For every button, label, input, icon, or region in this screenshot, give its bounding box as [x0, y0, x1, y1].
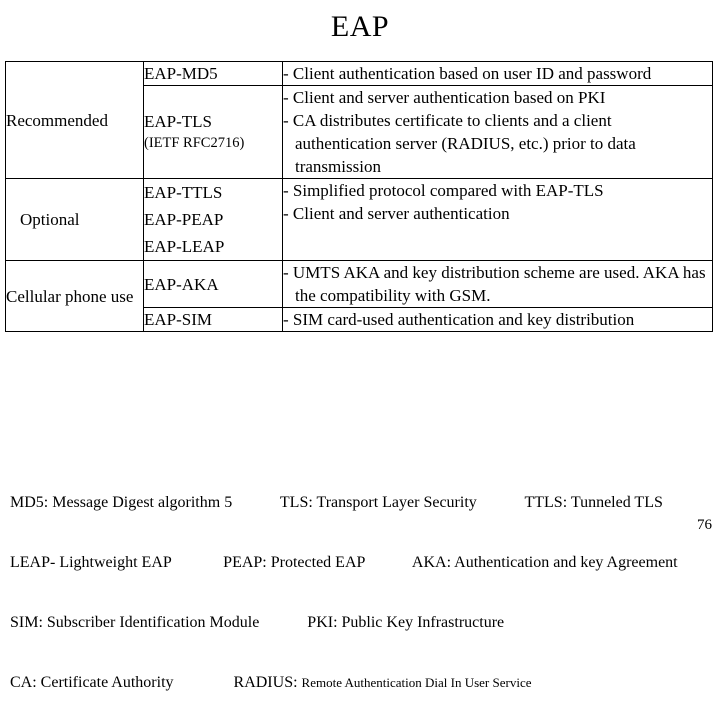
category-cell-recommended: Recommended [5, 61, 144, 179]
table-row: Cellular phone use EAP-AKA - UMTS AKA an… [5, 260, 713, 332]
legend-line-4: CA: Certificate Authority RADIUS: Remote… [10, 673, 710, 693]
category-label: Optional [20, 210, 80, 229]
description-line: - Client and server authentication based… [283, 88, 606, 107]
table-row: Recommended EAP-MD5 - Client authenticat… [5, 61, 713, 179]
description-cell-optional: - Simplified protocol compared with EAP-… [282, 178, 713, 261]
table-row: EAP-SIM - SIM card-used authentication a… [6, 307, 713, 332]
description-line: - Client and server authentication [283, 204, 510, 223]
description-cell-aka: - UMTS AKA and key distribution scheme a… [282, 260, 713, 308]
page-number: 76 [697, 517, 712, 533]
protocol-cell-sim: EAP-SIM [143, 307, 283, 332]
description-line: - Client authentication based on user ID… [283, 64, 652, 83]
description-line: - SIM card-used authentication and key d… [283, 310, 635, 329]
description-cell-md5: - Client authentication based on user ID… [282, 61, 713, 86]
description-line: - Simplified protocol compared with EAP-… [283, 181, 604, 200]
page-title: EAP [330, 10, 390, 43]
protocol-name: EAP-SIM [144, 310, 213, 329]
protocol-name: EAP-MD5 [144, 64, 218, 83]
protocol-name: EAP-AKA [144, 274, 219, 294]
protocol-cell-aka: EAP-AKA [143, 260, 283, 308]
protocol-cell-md5: EAP-MD5 [143, 61, 283, 86]
legend-line-4-main: CA: Certificate Authority RADIUS: [10, 674, 302, 691]
category-label: Recommended [6, 110, 108, 130]
legend-line-1: MD5: Message Digest algorithm 5 TLS: Tra… [10, 494, 663, 511]
protocol-name: EAP-TTLS [144, 183, 223, 202]
description-cell-sim: - SIM card-used authentication and key d… [282, 307, 713, 332]
protocol-name: EAP-TLS [144, 112, 212, 131]
protocol-rfc-note: (IETF RFC2716) [144, 135, 245, 151]
table-row: EAP-TLS (IETF RFC2716) - Client and serv… [6, 85, 713, 179]
protocol-cell-tls: EAP-TLS (IETF RFC2716) [143, 85, 283, 179]
description-line: - CA distributes certificate to clients … [283, 111, 636, 176]
eap-comparison-table: Recommended EAP-MD5 - Client authenticat… [5, 61, 713, 332]
legend-line-4-expansion: Remote Authentication Dial In User Servi… [301, 675, 532, 690]
table-row: Optional EAP-TTLS EAP-PEAP EAP-LEAP - Si… [5, 178, 713, 261]
legend-line-2: LEAP- Lightweight EAP PEAP: Protected EA… [10, 554, 678, 571]
protocol-name: EAP-PEAP [144, 210, 224, 229]
category-cell-cellular: Cellular phone use [5, 260, 144, 332]
protocol-cell-optional: EAP-TTLS EAP-PEAP EAP-LEAP [143, 178, 283, 261]
category-cell-optional: Optional [5, 178, 144, 261]
abbreviation-legend: MD5: Message Digest algorithm 5 TLS: Tra… [10, 453, 710, 713]
legend-line-3: SIM: Subscriber Identification Module PK… [10, 614, 505, 631]
protocol-name: EAP-LEAP [144, 237, 225, 256]
description-cell-tls: - Client and server authentication based… [282, 85, 713, 179]
description-line: - UMTS AKA and key distribution scheme a… [283, 263, 706, 305]
category-label: Cellular phone use [6, 286, 134, 306]
